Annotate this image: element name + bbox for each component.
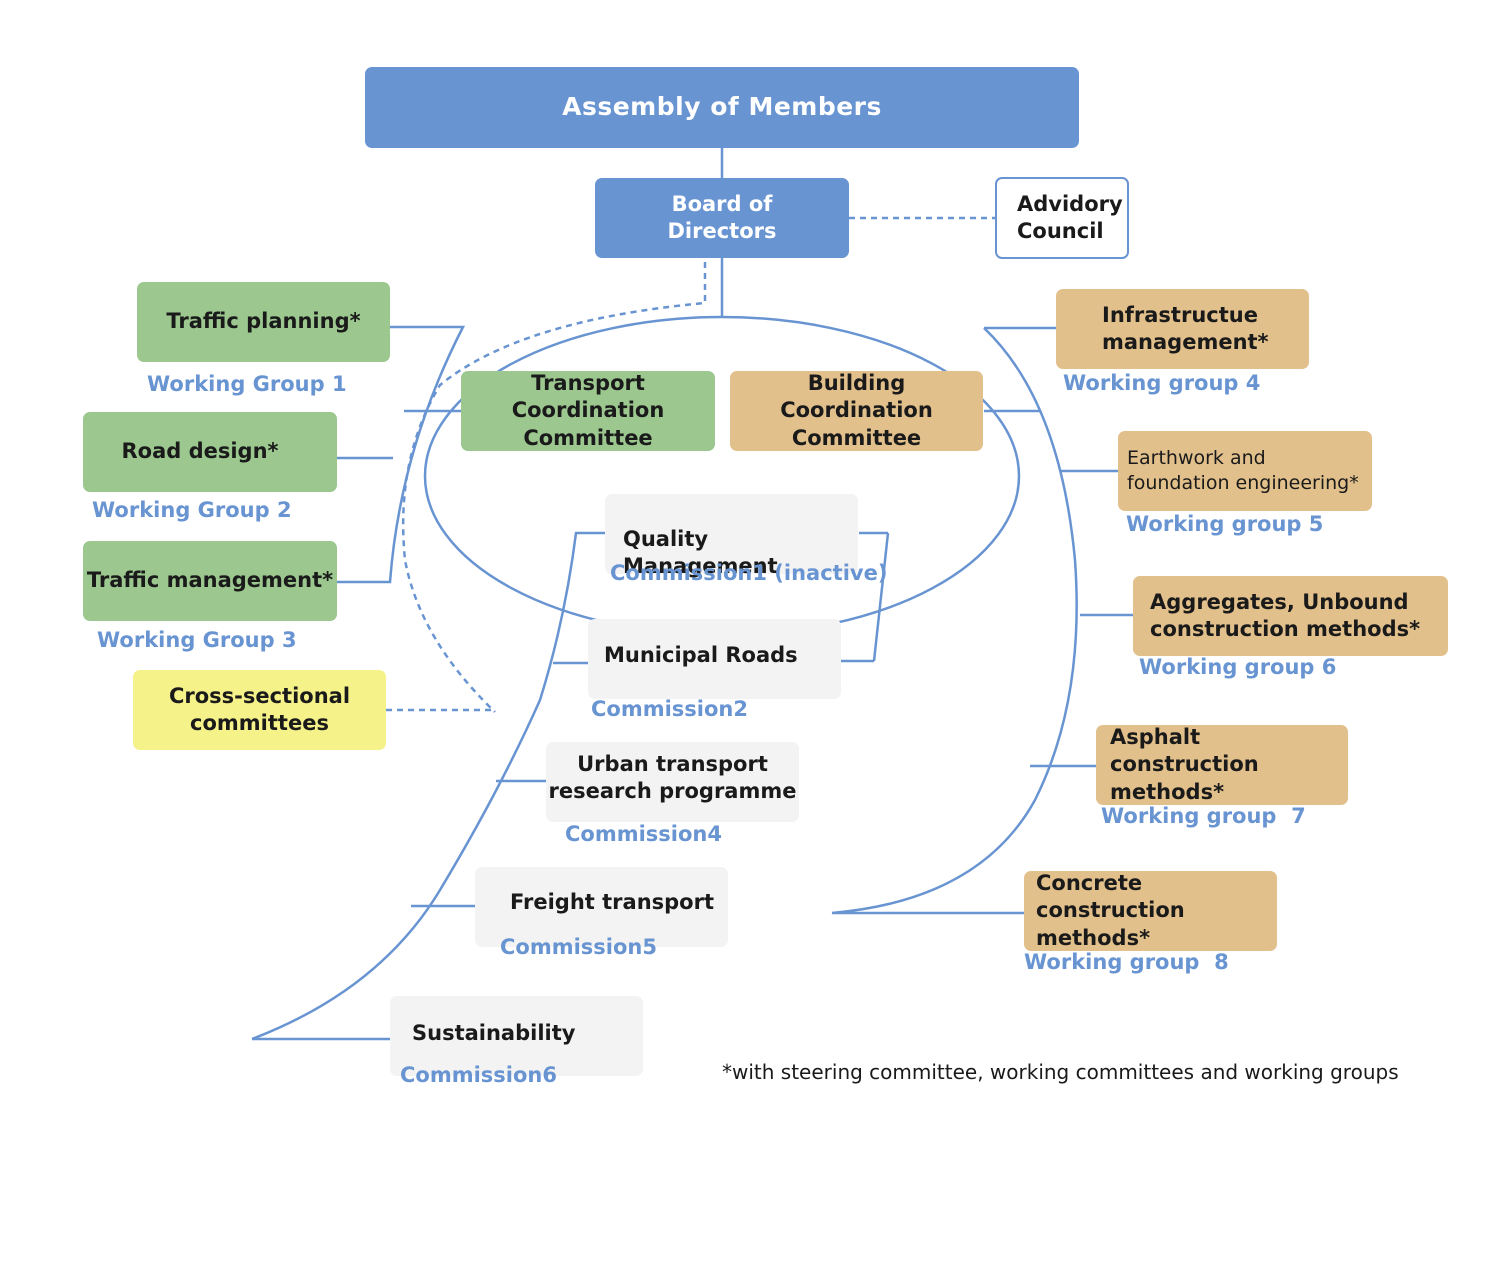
advisory-council-box: Advidory Council bbox=[995, 177, 1129, 259]
working-group-box: Traffic planning* bbox=[137, 282, 390, 362]
transport-committee-box: Transport Coordination Committee bbox=[461, 371, 715, 451]
board-box: Board of Directors bbox=[595, 178, 849, 258]
working-group-box: Traffic management* bbox=[83, 541, 337, 621]
working-group-name-line1: Aggregates, Unbound bbox=[1150, 589, 1409, 614]
working-group-name: Road design* bbox=[121, 439, 279, 464]
commission-box: Urban transport research programme bbox=[546, 742, 799, 822]
commission-label: Commission5 bbox=[500, 935, 657, 959]
commission-name: Municipal Roads bbox=[604, 643, 798, 668]
working-group-name-line2: construction methods* bbox=[1150, 617, 1421, 641]
commission-label: Commission1 (inactive) bbox=[610, 561, 888, 585]
commission-label: Commission4 bbox=[565, 822, 722, 846]
working-group-name: Traffic management* bbox=[86, 568, 334, 593]
commission-label: Commission6 bbox=[400, 1063, 557, 1087]
cross-sectional-line2: committees bbox=[190, 711, 329, 735]
working-group-label: Working group 8 bbox=[1024, 950, 1229, 974]
advisory-label-line1: Advidory bbox=[1017, 191, 1123, 216]
commission-name: Freight transport bbox=[510, 890, 715, 915]
working-group-box: Road design* bbox=[83, 412, 337, 492]
commission-box: Municipal Roads bbox=[588, 619, 841, 699]
working-group-label: Working group 7 bbox=[1101, 804, 1306, 828]
board-label-line2: Directors bbox=[667, 219, 777, 243]
commission-name: Sustainability bbox=[412, 1021, 576, 1046]
commission-box: Sustainability bbox=[390, 996, 643, 1076]
working-group-box: Concrete construction methods* bbox=[1024, 871, 1277, 951]
cross-sectional-committees-box: Cross-sectional committees bbox=[133, 670, 386, 750]
working-group-name-line2: management* bbox=[1102, 330, 1269, 354]
board-label-line1: Board of bbox=[671, 191, 773, 216]
commission-box: Freight transport bbox=[475, 867, 728, 947]
working-group-name-line2: methods* bbox=[1036, 925, 1151, 950]
assembly-label: Assembly of Members bbox=[562, 92, 882, 122]
working-group-box: Aggregates, Unbound construction methods… bbox=[1133, 576, 1448, 656]
transport-committee-line2: Committee bbox=[523, 425, 653, 450]
commission-name-line2: research programme bbox=[548, 779, 797, 803]
building-committee-line1: Building Coordination bbox=[780, 371, 933, 423]
working-group-name-line1: Asphalt construction bbox=[1110, 725, 1259, 777]
working-group-label: Working group 6 bbox=[1139, 655, 1337, 679]
working-group-box: Infrastructue management* bbox=[1056, 289, 1309, 369]
working-group-box: Asphalt construction methods* bbox=[1096, 725, 1348, 805]
commission-name: Quality Management bbox=[623, 527, 778, 579]
working-group-name-line1: Infrastructue bbox=[1102, 302, 1258, 327]
working-group-name-line2: foundation engineering* bbox=[1127, 472, 1359, 494]
commission-name-line1: Urban transport bbox=[577, 751, 768, 776]
transport-committee-line1: Transport Coordination bbox=[511, 371, 665, 423]
assembly-box: Assembly of Members bbox=[365, 67, 1079, 148]
working-group-label: Working group 4 bbox=[1063, 371, 1261, 395]
working-group-box: Earthwork and foundation engineering* bbox=[1118, 431, 1372, 511]
working-group-label: Working Group 2 bbox=[92, 498, 292, 522]
advisory-label-line2: Council bbox=[1017, 219, 1104, 243]
building-committee-line2: Committee bbox=[791, 425, 922, 450]
footnote: *with steering committee, working commit… bbox=[722, 1060, 1399, 1084]
working-group-label: Working Group 1 bbox=[147, 372, 347, 396]
working-group-name: Traffic planning* bbox=[166, 309, 361, 334]
working-group-label: Working Group 3 bbox=[97, 628, 297, 652]
commission-box: Quality Management bbox=[605, 494, 858, 578]
working-group-label: Working group 5 bbox=[1126, 512, 1324, 536]
commission-label: Commission2 bbox=[591, 697, 748, 721]
working-group-name-line1: Concrete construction bbox=[1036, 871, 1185, 923]
working-group-name-line2: methods* bbox=[1110, 779, 1225, 804]
working-group-name-line1: Earthwork and bbox=[1127, 447, 1266, 470]
building-committee-box: Building Coordination Committee bbox=[730, 371, 983, 451]
cross-sectional-line1: Cross-sectional bbox=[168, 683, 351, 708]
